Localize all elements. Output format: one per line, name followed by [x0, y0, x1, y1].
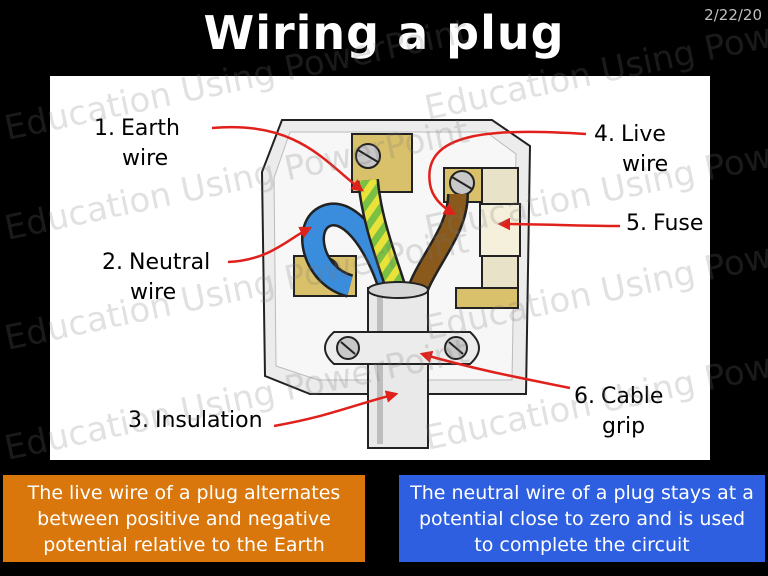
neutral-arrow: [227, 226, 313, 264]
cable-grip-arrow: [419, 350, 571, 390]
live-arrow: [428, 130, 587, 216]
neutral-wire-note: The neutral wire of a plug stays at a po…: [399, 475, 765, 562]
earth-arrow: [211, 125, 365, 192]
cable-grip: [324, 331, 480, 365]
slide-date: 2/22/20: [704, 6, 762, 24]
insulation-arrow: [273, 390, 399, 428]
label-fuse: 5.Fuse: [626, 211, 704, 236]
diagram-panel: 1.Earth wire 2.Neutral wire 3.Insulation…: [50, 76, 710, 460]
label-insulation: 3.Insulation: [128, 408, 263, 433]
label-earth-wire: 1.Earth wire: [94, 116, 180, 171]
label-neutral-wire: 2.Neutral wire: [102, 250, 211, 305]
plug-diagram: [211, 119, 621, 449]
live-wire-note: The live wire of a plug alternates betwe…: [3, 475, 365, 562]
fuse-arrow: [497, 217, 621, 231]
label-cable-grip: 6.Cable grip: [574, 384, 664, 439]
slide-title: Wiring a plug: [203, 6, 565, 60]
label-live-wire: 4.Live wire: [594, 122, 669, 177]
cable-insulation: [367, 281, 429, 449]
fuse: [455, 167, 521, 309]
